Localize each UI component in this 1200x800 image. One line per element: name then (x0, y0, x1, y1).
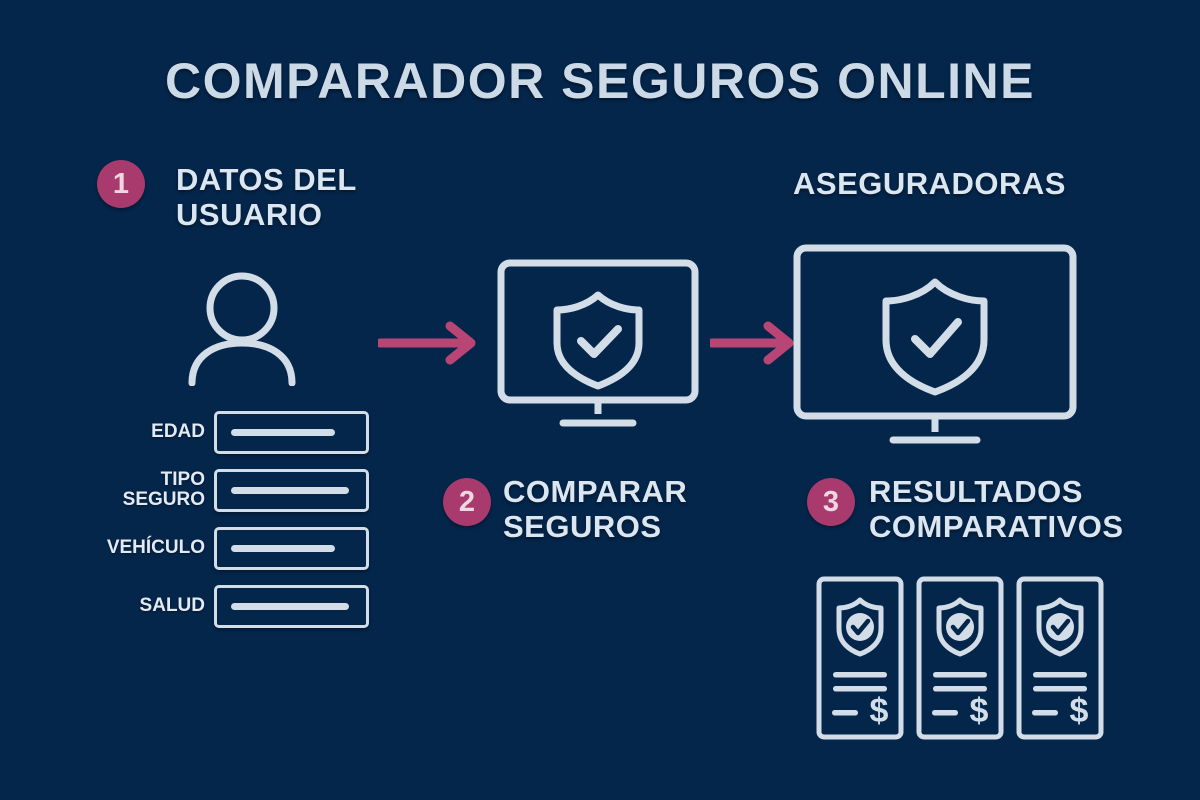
user-data-form: EDAD TIPO SEGURO VEHÍCULO SALUD (80, 404, 370, 636)
form-label-edad: EDAD (151, 421, 205, 443)
shield-check-icon (1036, 597, 1084, 657)
form-label-vehiculo: VEHÍCULO (106, 537, 205, 559)
step-badge-1-number: 1 (112, 167, 130, 200)
shield-check-icon (936, 597, 984, 657)
arrow-right-icon-2 (707, 320, 798, 371)
form-label-salud: SALUD (139, 595, 205, 617)
result-card-3-currency: $ (1070, 692, 1089, 730)
page-title: COMPARADOR SEGUROS ONLINE (165, 53, 1035, 109)
step-heading-1: DATOS DEL USUARIO (176, 162, 357, 232)
arrow-right-icon-1 (375, 320, 480, 371)
form-input-tipo-seguro-fill (231, 486, 349, 494)
form-row-vehiculo: VEHÍCULO (80, 520, 370, 576)
result-card-3[interactable]: $ (1016, 576, 1104, 745)
step-badge-2: 2 (443, 478, 491, 526)
form-input-salud-fill (231, 602, 349, 610)
result-cards-group: $ $ (816, 576, 1104, 745)
form-input-edad[interactable] (214, 410, 369, 454)
result-card-2-currency: $ (970, 692, 989, 730)
user-icon (185, 268, 300, 391)
step-badge-2-number: 2 (458, 485, 476, 518)
form-input-tipo-seguro[interactable] (214, 468, 369, 512)
form-input-vehiculo-fill (231, 544, 335, 552)
step-heading-2: COMPARAR SEGUROS (503, 474, 688, 544)
step-badge-3-number: 3 (822, 485, 840, 518)
form-row-tipo-seguro: TIPO SEGURO (80, 462, 370, 518)
step-heading-3: RESULTADOS COMPARATIVOS (869, 474, 1124, 544)
result-card-1[interactable]: $ (816, 576, 904, 745)
step-badge-3: 3 (807, 478, 855, 526)
shield-check-icon (836, 597, 884, 657)
form-row-salud: SALUD (80, 578, 370, 634)
result-card-2[interactable]: $ (916, 576, 1004, 745)
form-input-edad-fill (231, 428, 335, 436)
monitor-shield-icon-insurers (793, 244, 1077, 449)
form-label-tipo-seguro: TIPO SEGURO (122, 469, 205, 510)
monitor-shield-icon-compare (497, 259, 699, 432)
result-card-1-currency: $ (870, 692, 889, 730)
form-input-vehiculo[interactable] (214, 526, 369, 570)
section-heading-insurers: ASEGURADORAS (793, 166, 1066, 201)
step-badge-1: 1 (97, 160, 145, 208)
form-row-edad: EDAD (80, 404, 370, 460)
form-input-salud[interactable] (214, 584, 369, 628)
